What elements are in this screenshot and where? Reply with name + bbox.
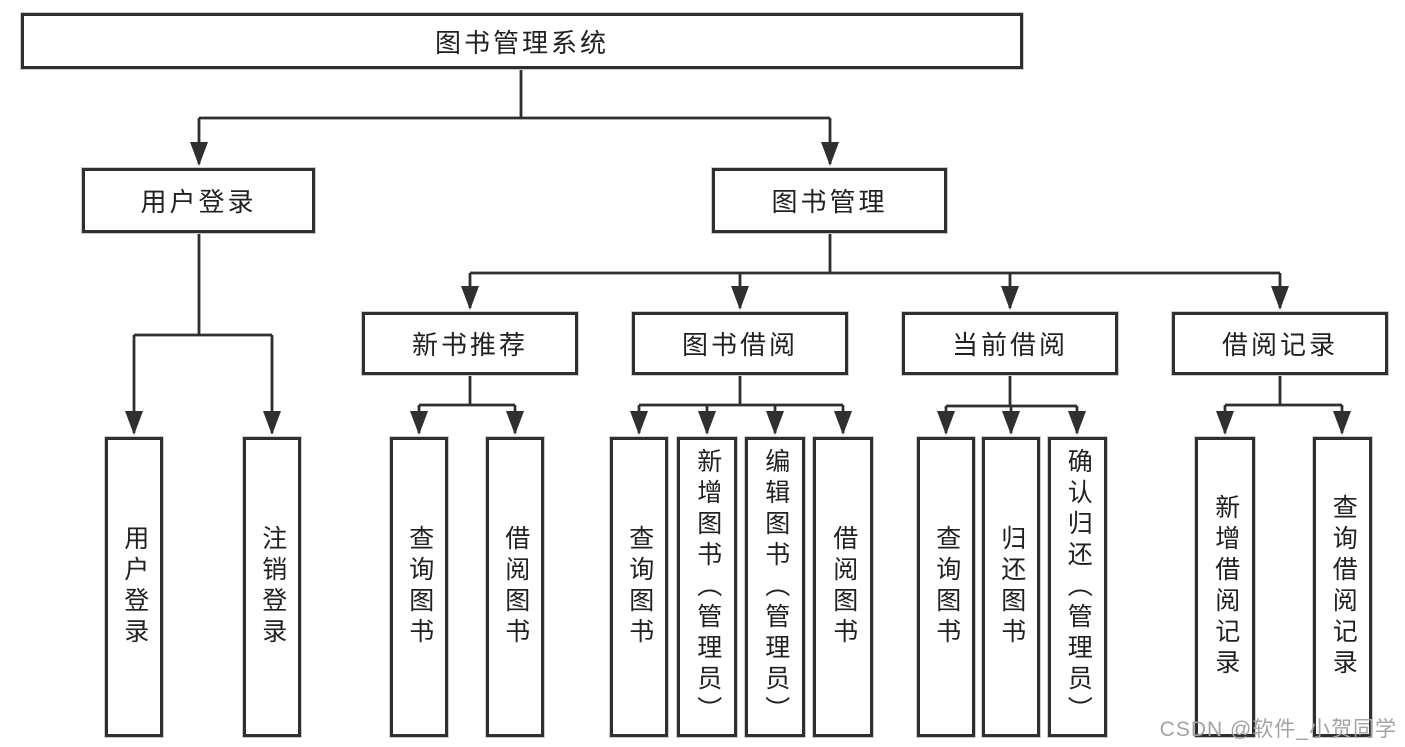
leaf-query-book-recommend: 查询图书 bbox=[390, 437, 448, 737]
node-book-management: 图书管理 bbox=[712, 168, 947, 233]
node-label: 借阅图书 bbox=[501, 525, 530, 649]
node-library-management-system: 图书管理系统 bbox=[21, 13, 1023, 69]
leaf-add-borrow-record: 新增借阅记录 bbox=[1195, 437, 1255, 737]
node-user-login: 用户登录 bbox=[82, 168, 315, 233]
node-label: 借阅记录 bbox=[1221, 330, 1338, 360]
leaf-query-borrow-record: 查询借阅记录 bbox=[1313, 437, 1372, 737]
node-label: 查询图书 bbox=[932, 525, 961, 649]
node-label: 确认归还（管理员） bbox=[1064, 447, 1093, 727]
leaf-borrow-book: 借阅图书 bbox=[813, 437, 873, 737]
node-label: 查询图书 bbox=[625, 525, 654, 649]
node-label: 归还图书 bbox=[997, 525, 1026, 649]
node-borrowing-records: 借阅记录 bbox=[1172, 312, 1388, 375]
leaf-add-book-admin: 新增图书（管理员） bbox=[677, 437, 737, 737]
node-label: 用户登录 bbox=[140, 187, 257, 217]
leaf-edit-book-admin: 编辑图书（管理员） bbox=[745, 437, 805, 737]
node-label: 图书管理 bbox=[771, 187, 888, 217]
leaf-user-login: 用户登录 bbox=[105, 437, 163, 737]
leaf-return-book: 归还图书 bbox=[982, 437, 1040, 737]
node-label: 当前借阅 bbox=[951, 330, 1068, 360]
leaf-logout: 注销登录 bbox=[243, 437, 301, 737]
node-label: 查询借阅记录 bbox=[1329, 494, 1358, 680]
node-current-borrowing: 当前借阅 bbox=[902, 312, 1118, 375]
leaf-query-book-current: 查询图书 bbox=[917, 437, 975, 737]
leaf-confirm-return-admin: 确认归还（管理员） bbox=[1048, 437, 1107, 737]
node-book-borrowing: 图书借阅 bbox=[632, 312, 848, 375]
node-label: 新增图书（管理员） bbox=[693, 447, 722, 727]
node-label: 编辑图书（管理员） bbox=[761, 447, 790, 727]
csdn-watermark: CSDN @软件_小贺同学 bbox=[1159, 718, 1397, 741]
node-label: 借阅图书 bbox=[829, 525, 858, 649]
node-label: 新增借阅记录 bbox=[1211, 494, 1240, 680]
node-label: 图书管理系统 bbox=[434, 27, 609, 58]
node-label: 用户登录 bbox=[120, 525, 149, 649]
node-label: 查询图书 bbox=[405, 525, 434, 649]
node-label: 图书借阅 bbox=[681, 330, 798, 360]
node-new-book-recommendation: 新书推荐 bbox=[362, 312, 578, 375]
leaf-borrow-book-recommend: 借阅图书 bbox=[486, 437, 544, 737]
node-label: 注销登录 bbox=[258, 525, 287, 649]
leaf-query-book-borrowing: 查询图书 bbox=[610, 437, 668, 737]
node-label: 新书推荐 bbox=[411, 330, 528, 360]
